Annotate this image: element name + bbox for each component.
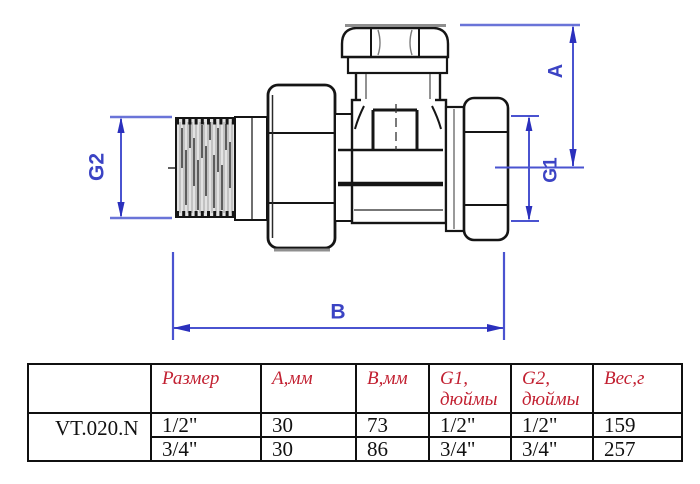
header-g2-label2: дюймы — [522, 389, 580, 410]
dim-label-a: A — [545, 64, 567, 78]
cell-g2: 1/2" — [510, 412, 594, 438]
cell-g1: 3/4" — [428, 436, 512, 462]
header-a-mm: А,мм — [260, 363, 357, 414]
dim-g1: G1 — [511, 115, 562, 222]
outlet-nut — [444, 96, 510, 242]
dim-b: B — [171, 252, 506, 340]
dim-label-g1: G1 — [541, 157, 562, 183]
cell-g2: 3/4" — [510, 436, 594, 462]
dim-g2: G2 — [86, 115, 172, 220]
header-g1: G1, дюймы — [428, 363, 512, 414]
header-g2: G2, дюймы — [510, 363, 594, 414]
header-g1-label: G1, — [440, 368, 468, 389]
valve-technical-drawing: G2 B A G1 — [86, 23, 584, 340]
spec-table: Размер А,мм В,мм G1, дюймы G2, дюймы Вес… — [27, 363, 683, 462]
cell-b-mm: 86 — [355, 436, 430, 462]
header-weight-label: Вес,г — [604, 368, 645, 389]
dim-label-g2: G2 — [86, 153, 109, 181]
header-g1-label2: дюймы — [440, 389, 498, 410]
table-row: VT.020.N 1/2" 30 73 1/2" 1/2" 159 — [27, 412, 683, 462]
header-g2-label: G2, — [522, 368, 550, 389]
cell-a-mm: 30 — [260, 436, 357, 462]
header-b-mm: В,мм — [355, 363, 430, 414]
header-b-mm-label: В,мм — [367, 368, 408, 389]
valve-body — [338, 74, 448, 225]
product-code-cell: VT.020.N — [27, 412, 152, 462]
male-thread — [175, 116, 268, 221]
cell-a-mm: 30 — [260, 412, 357, 438]
cell-b-mm: 73 — [355, 412, 430, 438]
cell-g1: 1/2" — [428, 412, 512, 438]
cell-size: 3/4" — [150, 436, 262, 462]
header-a-mm-label: А,мм — [272, 368, 313, 389]
header-size-label: Размер — [162, 368, 220, 389]
header-size: Размер — [150, 363, 262, 414]
dim-label-b: B — [330, 301, 345, 324]
bonnet-cap — [340, 24, 450, 105]
cell-weight: 159 — [592, 412, 683, 438]
dim-a: A — [460, 23, 584, 169]
table-row: 3/4" 30 86 3/4" 3/4" 257 — [28, 436, 683, 462]
cell-weight: 257 — [592, 436, 683, 462]
header-row: Размер А,мм В,мм G1, дюймы G2, дюймы Вес… — [27, 363, 683, 414]
union-nut — [266, 83, 353, 252]
cell-size: 1/2" — [150, 412, 262, 438]
header-empty — [27, 363, 152, 414]
header-weight: Вес,г — [592, 363, 683, 414]
